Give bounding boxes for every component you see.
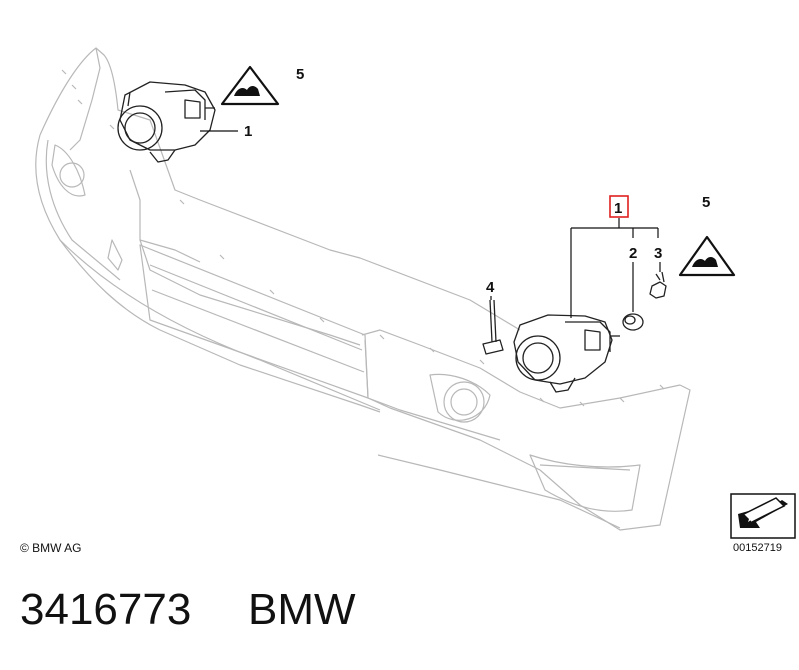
callout-bulb-socket[interactable]: 2	[629, 245, 637, 262]
warning-triangle-right	[678, 235, 736, 277]
callout-right-warning[interactable]: 5	[702, 194, 710, 211]
leader-lines	[200, 130, 661, 318]
diagram-number: 00152719	[733, 542, 782, 554]
callout-top-warning[interactable]: 5	[296, 66, 304, 83]
callout-main-foglight[interactable]: 1	[614, 200, 622, 217]
warning-triangle-top	[220, 65, 280, 106]
bulb-socket[interactable]	[622, 313, 644, 331]
highlight-box	[609, 195, 629, 218]
part-number: 3416773	[20, 585, 192, 634]
brand-name: BMW	[248, 585, 356, 634]
clip-marks	[61, 69, 665, 407]
callout-top-foglight[interactable]: 1	[244, 123, 252, 140]
diagram-arrow-icon[interactable]	[730, 493, 796, 539]
bulb[interactable]	[649, 271, 667, 299]
front-bumper	[35, 47, 691, 531]
copyright-text: © BMW AG	[20, 541, 82, 555]
callout-bulb[interactable]: 3	[654, 245, 662, 262]
screw[interactable]	[482, 299, 504, 355]
fog-light-main[interactable]	[513, 314, 620, 393]
fog-light-top[interactable]	[117, 81, 216, 163]
callout-screw[interactable]: 4	[486, 279, 495, 296]
